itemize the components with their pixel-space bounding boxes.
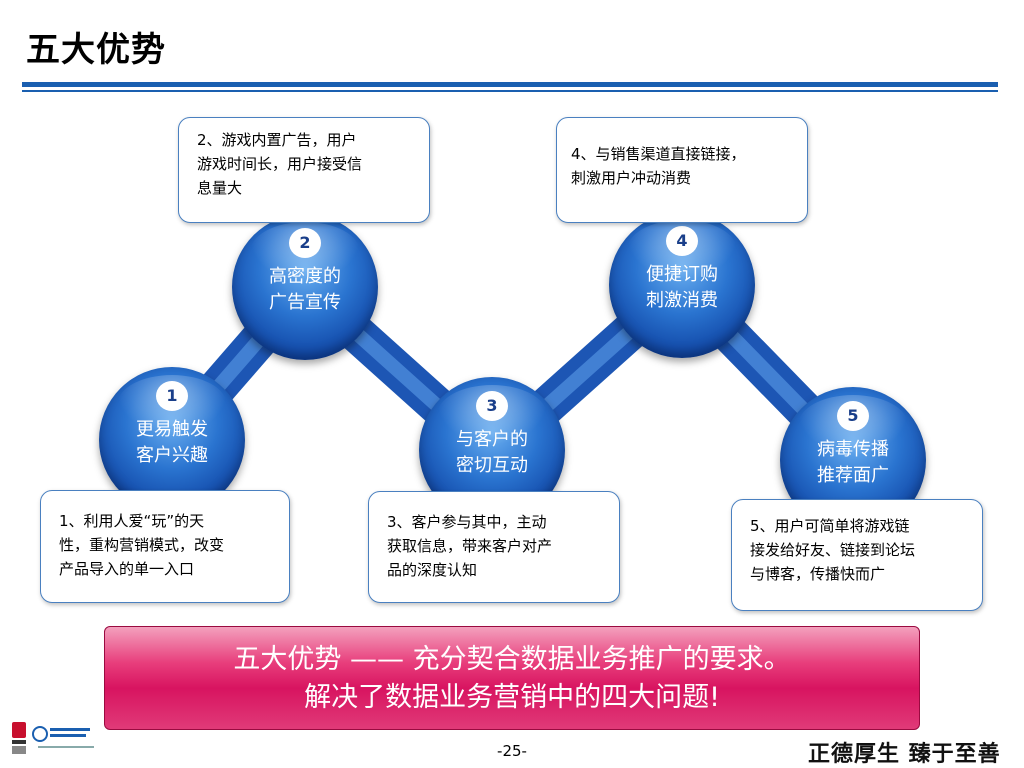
callout-4: 4、与销售渠道直接链接，刺激用户冲动消费 [556,117,808,223]
node-label: 更易触发客户兴趣 [136,419,208,466]
node-number-badge: 3 [476,391,508,421]
node-number-badge: 5 [837,401,869,431]
footer-slogan: 正德厚生 臻于至善 [808,741,1001,767]
node-number-badge: 4 [666,226,698,256]
node-2: 2 高密度的广告宣传 [232,214,378,360]
summary-banner: 五大优势 —— 充分契合数据业务推广的要求。 解决了数据业务营销中的四大问题! [104,626,920,730]
node-label: 与客户的密切互动 [456,429,528,476]
title-divider [22,82,998,87]
callout-2: 2、游戏内置广告，用户游戏时间长，用户接受信息量大 [178,117,430,223]
banner-line-2: 解决了数据业务营销中的四大问题! [304,682,720,713]
callout-3: 3、客户参与其中，主动获取信息，带来客户对产品的深度认知 [368,491,620,603]
page-title: 五大优势 [26,30,166,70]
china-mobile-logo [8,718,104,762]
node-1: 1 更易触发客户兴趣 [99,367,245,513]
page-number: -25- [497,742,527,760]
banner-line-1: 五大优势 —— 充分契合数据业务推广的要求。 [233,644,791,675]
node-label: 病毒传播推荐面广 [817,439,889,486]
node-4: 4 便捷订购刺激消费 [609,212,755,358]
node-label: 高密度的广告宣传 [269,266,341,313]
callout-1: 1、利用人爱“玩”的天性，重构营销模式，改变产品导入的单一入口 [40,490,290,603]
node-number-badge: 2 [289,228,321,258]
callout-5: 5、用户可简单将游戏链接发给好友、链接到论坛与博客，传播快而广 [731,499,983,611]
node-number-badge: 1 [156,381,188,411]
beijing-olympics-logo-icon [12,722,94,754]
node-label: 便捷订购刺激消费 [646,264,718,311]
title-divider-thin [22,90,998,92]
